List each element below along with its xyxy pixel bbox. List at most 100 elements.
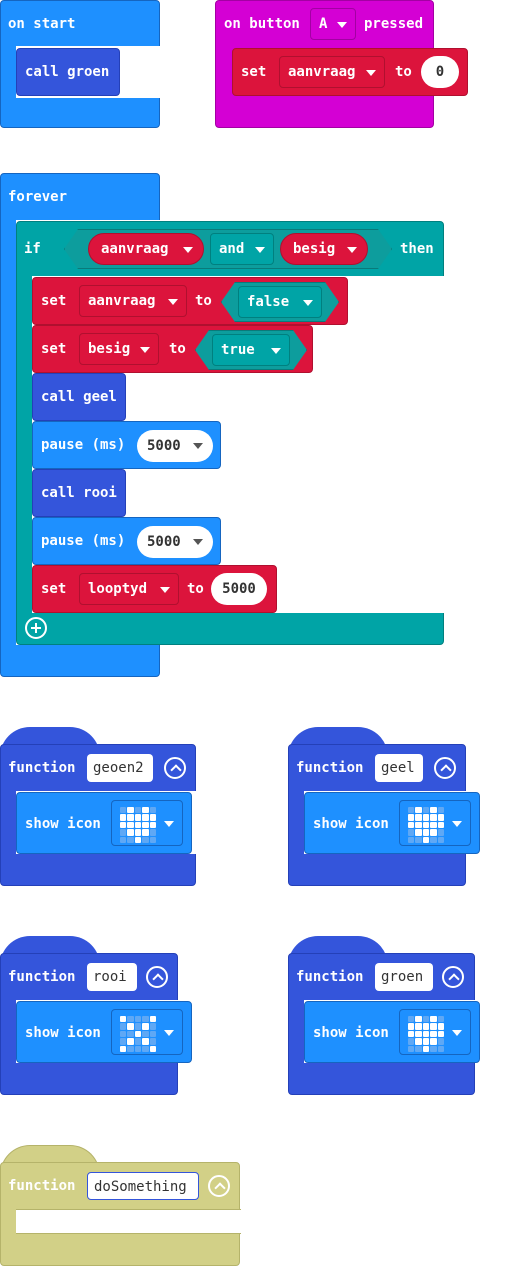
led-pixel xyxy=(120,1038,127,1045)
led-pixel xyxy=(127,829,134,836)
led-pixel xyxy=(408,836,415,843)
show-icon-block[interactable]: show icon xyxy=(16,1001,192,1063)
collapse-icon[interactable] xyxy=(208,1175,230,1197)
chevron-down-icon xyxy=(168,299,178,305)
led-pixel xyxy=(408,1016,415,1023)
set-looptyd-block[interactable]: set looptyd to 5000 xyxy=(32,565,277,613)
led-pixel xyxy=(134,814,142,821)
chevron-down-icon xyxy=(160,587,170,593)
boolean-block[interactable]: false xyxy=(221,282,339,322)
led-pixel xyxy=(120,807,127,814)
led-pixel xyxy=(415,1038,422,1045)
set-aanvraag-block[interactable]: set aanvraag to 0 xyxy=(232,48,468,96)
led-pixel xyxy=(134,836,142,843)
variable-dropdown[interactable]: aanvraag xyxy=(279,56,385,88)
on-start-label: on start xyxy=(8,16,76,32)
set-besig-true-block[interactable]: set besig to true xyxy=(32,325,313,373)
value-input[interactable]: 5000 xyxy=(211,573,267,605)
set-aanvraag-false-block[interactable]: set aanvraag to false xyxy=(32,277,348,325)
function-label: function xyxy=(8,1178,76,1194)
led-pixel xyxy=(120,814,127,821)
function-label: function xyxy=(296,760,364,776)
led-pixel xyxy=(120,1045,127,1052)
boolean-dropdown[interactable]: true xyxy=(212,334,290,366)
icon-dropdown[interactable] xyxy=(399,1009,471,1055)
call-groen-block[interactable]: call groen xyxy=(16,48,120,96)
led-pixel xyxy=(142,807,149,814)
pause-block[interactable]: pause (ms) 5000 xyxy=(32,421,221,469)
led-pixel xyxy=(127,1016,134,1023)
variable-dropdown[interactable]: looptyd xyxy=(79,573,179,605)
led-pixel xyxy=(408,829,415,836)
icon-dropdown[interactable] xyxy=(111,800,183,846)
led-pixel xyxy=(142,814,149,821)
icon-dropdown[interactable] xyxy=(399,800,471,846)
if-spine xyxy=(16,276,32,613)
led-pixel xyxy=(430,829,437,836)
led-pixel xyxy=(430,1016,437,1023)
set-label: set xyxy=(41,293,67,309)
cond-right-dropdown[interactable]: besig xyxy=(280,233,368,265)
led-pixel xyxy=(142,1023,149,1030)
led-pixel xyxy=(134,1045,142,1052)
led-pixel xyxy=(437,829,444,836)
collapse-icon[interactable] xyxy=(434,757,456,779)
chevron-down-icon xyxy=(164,821,174,827)
cond-left-dropdown[interactable]: aanvraag xyxy=(88,233,204,265)
on-start-spine xyxy=(0,46,16,98)
led-pixel xyxy=(134,821,142,829)
chevron-down-icon xyxy=(347,247,357,253)
boolean-dropdown[interactable]: false xyxy=(238,286,322,318)
led-pixel xyxy=(134,1023,142,1030)
led-pixel xyxy=(142,1030,149,1038)
collapse-icon[interactable] xyxy=(146,966,168,988)
function-spine xyxy=(0,791,16,854)
led-pixel xyxy=(120,1016,127,1023)
operator-dropdown[interactable]: and xyxy=(210,233,274,265)
led-pixel xyxy=(430,1045,437,1052)
variable-dropdown[interactable]: besig xyxy=(79,333,159,365)
forever-label: forever xyxy=(8,189,68,205)
led-pixel xyxy=(120,821,127,829)
function-name-field[interactable]: doSomething xyxy=(87,1172,199,1200)
function-name-field[interactable]: rooi xyxy=(87,963,137,991)
set-label: set xyxy=(241,64,267,80)
led-pixel xyxy=(127,821,134,829)
led-pixel xyxy=(437,1016,444,1023)
pause-label: pause (ms) xyxy=(41,533,126,549)
led-pixel xyxy=(415,1016,422,1023)
led-pixel xyxy=(422,1016,430,1023)
show-icon-block[interactable]: show icon xyxy=(16,792,192,854)
function-name-field[interactable]: geoen2 xyxy=(87,754,153,782)
chevron-down-icon xyxy=(303,300,313,306)
collapse-icon[interactable] xyxy=(442,966,464,988)
function-name-field[interactable]: geel xyxy=(375,754,423,782)
variable-dropdown[interactable]: aanvraag xyxy=(79,285,187,317)
function-name-field[interactable]: groen xyxy=(375,963,433,991)
led-pixel xyxy=(437,814,444,821)
led-pixel xyxy=(430,1030,437,1038)
plus-icon[interactable] xyxy=(25,617,47,639)
pause-dropdown[interactable]: 5000 xyxy=(137,430,213,462)
button-dropdown[interactable]: A xyxy=(310,8,356,40)
boolean-block[interactable]: true xyxy=(195,330,307,370)
heart-icon xyxy=(120,807,156,843)
pause-label: pause (ms) xyxy=(41,437,126,453)
led-pixel xyxy=(437,821,444,829)
pause-dropdown[interactable]: 5000 xyxy=(137,526,213,558)
call-rooi-block[interactable]: call rooi xyxy=(32,469,126,517)
icon-dropdown[interactable] xyxy=(111,1009,183,1055)
to-label: to xyxy=(169,341,186,357)
heart-icon xyxy=(408,1016,444,1052)
function-label: function xyxy=(8,760,76,776)
led-pixel xyxy=(422,836,430,843)
show-icon-block[interactable]: show icon xyxy=(304,1001,480,1063)
collapse-icon[interactable] xyxy=(164,757,186,779)
show-icon-block[interactable]: show icon xyxy=(304,792,480,854)
pause-block[interactable]: pause (ms) 5000 xyxy=(32,517,221,565)
call-geel-block[interactable]: call geel xyxy=(32,373,126,421)
led-pixel xyxy=(430,821,437,829)
value-input[interactable]: 0 xyxy=(421,56,459,88)
show-icon-label: show icon xyxy=(25,816,101,832)
led-pixel xyxy=(142,829,149,836)
